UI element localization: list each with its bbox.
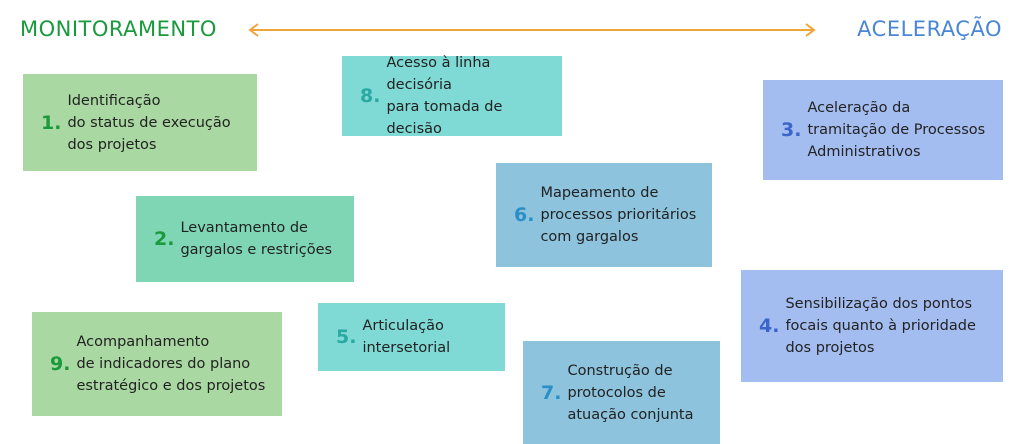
step-number: 6. — [514, 204, 535, 226]
step-text: Levantamento de gargalos e restrições — [180, 220, 333, 258]
step-number: 3. — [781, 119, 802, 141]
double-arrow-icon — [248, 23, 816, 37]
step-number: 5. — [336, 326, 357, 348]
step-text: Identificação do status de execução dos … — [67, 92, 231, 153]
step-text: Sensibilização dos pontos focais quanto … — [785, 296, 976, 356]
step-number: 2. — [154, 228, 175, 250]
step-text: Acesso à linha decisória para tomada de … — [386, 55, 503, 137]
step-text: Acompanhamento de indicadores do plano e… — [76, 334, 266, 394]
step-text: Aceleração da tramitação de Processos Ad… — [807, 100, 986, 160]
step-box-5: 5. Articulação intersetorial — [318, 303, 505, 371]
monitoramento-heading: MONITORAMENTO — [20, 17, 217, 41]
step-text: Mapeamento de processos prioritários com… — [540, 185, 697, 245]
step-number: 1. — [41, 111, 62, 134]
aceleracao-heading: ACELERAÇÃO — [857, 17, 1002, 41]
step-number: 8. — [360, 85, 381, 107]
step-box-9: 9. Acompanhamento de indicadores do plan… — [32, 312, 282, 416]
step-text: Articulação intersetorial — [362, 318, 451, 356]
step-box-4: 4. Sensibilização dos pontos focais quan… — [741, 270, 1003, 382]
step-box-2: 2. Levantamento de gargalos e restrições — [136, 196, 354, 282]
step-text: Construção de protocolos de atuação conj… — [567, 362, 694, 423]
step-box-6: 6. Mapeamento de processos prioritários … — [496, 163, 712, 267]
step-number: 9. — [50, 353, 71, 375]
step-box-7: 7. Construção de protocolos de atuação c… — [523, 341, 720, 444]
step-number: 4. — [759, 315, 780, 337]
step-number: 7. — [541, 381, 562, 404]
step-box-8: 8. Acesso à linha decisória para tomada … — [342, 55, 562, 137]
step-box-1: 1. Identificação do status de execução d… — [23, 74, 257, 171]
step-box-3: 3. Aceleração da tramitação de Processos… — [763, 80, 1003, 180]
